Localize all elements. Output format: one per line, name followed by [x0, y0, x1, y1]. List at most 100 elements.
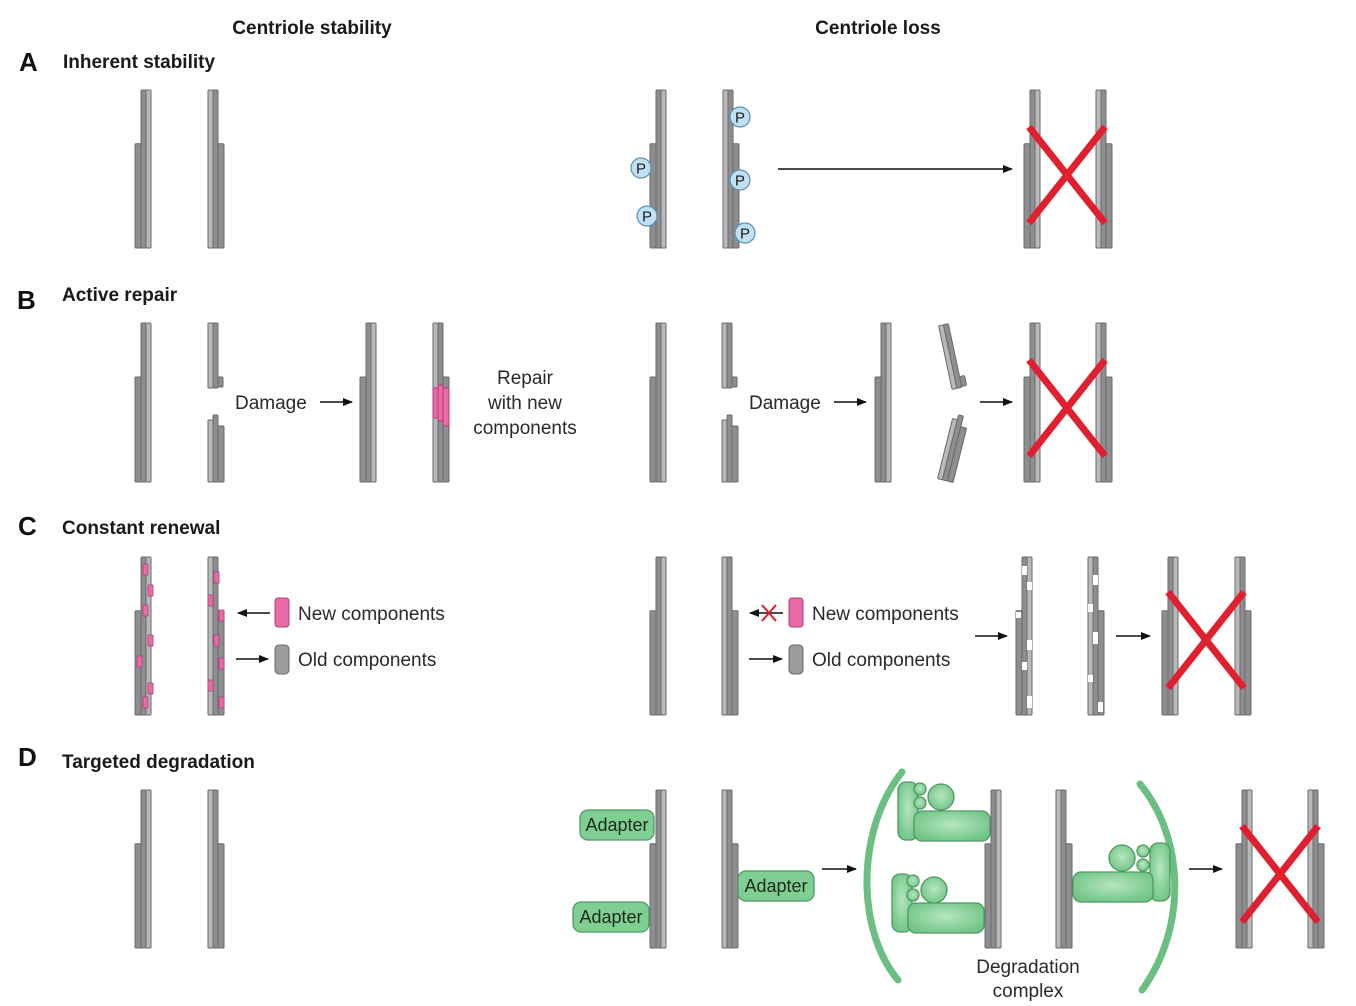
tubule — [943, 323, 963, 389]
tubule-dark — [1097, 610, 1105, 716]
degradation-complex-label-line2: complex — [993, 981, 1064, 1002]
phosphate-circle — [630, 157, 652, 179]
tubule-mid — [365, 322, 372, 483]
tubule-mid — [1312, 789, 1319, 949]
tubule-light — [1234, 556, 1241, 716]
missing-component-gap — [1027, 640, 1032, 650]
adapter-shape — [579, 809, 655, 841]
tubule-light — [1055, 789, 1062, 949]
new-component-mark — [218, 696, 225, 709]
tubule-mid — [1241, 789, 1248, 949]
tubule-mid — [140, 322, 147, 483]
arrows-layer — [236, 165, 1223, 873]
centriole-b-lost-2 — [1095, 322, 1113, 483]
phosphate-icon: P — [636, 205, 658, 227]
phosphate-label: P — [735, 110, 745, 127]
tubule-light — [1307, 789, 1314, 949]
tubule-light — [885, 322, 892, 483]
phosphate-label: P — [740, 226, 750, 243]
new-component-mark — [147, 634, 154, 647]
tubule-dark — [1105, 376, 1113, 483]
missing-component-gap — [1027, 696, 1032, 708]
centriole-c-degrading-1 — [1015, 556, 1033, 716]
tubule-stub — [217, 376, 224, 388]
repair-label-line3: components — [473, 418, 577, 439]
tubule-mid — [1021, 556, 1028, 716]
tubule-mid — [655, 322, 662, 483]
centriole-d-complex-2 — [1055, 789, 1073, 949]
missing-component-gap — [1093, 632, 1098, 644]
tubule-dark — [1015, 610, 1023, 716]
centriole-c-lost-2 — [1234, 556, 1252, 716]
tubule-stub — [731, 376, 738, 388]
tubule-mid — [726, 414, 733, 483]
tubule-mid — [726, 789, 733, 949]
old-components-label-loss: Old components — [812, 650, 950, 671]
missing-component-gap — [1022, 662, 1027, 670]
adapter-protein: Adapter — [737, 870, 815, 902]
tubule-light — [721, 789, 728, 949]
tubule-dark — [359, 376, 367, 483]
panel-title-a: Inherent stability — [63, 52, 215, 73]
tubule-dark — [1023, 143, 1031, 249]
tubule-dark — [217, 425, 225, 483]
column-title-loss: Centriole loss — [815, 18, 941, 39]
loss-crosses-layer — [761, 124, 1321, 925]
centriole-a-phospho-2 — [722, 89, 740, 249]
centriole-b-loss-damaged — [721, 322, 739, 483]
centriole-a-stable-1 — [134, 89, 152, 249]
centriole-b-loss-intact-2 — [874, 322, 892, 483]
old-component-icon — [274, 644, 290, 675]
centriole-d-targeted-1 — [649, 789, 667, 949]
cullin-subunit — [1149, 842, 1171, 902]
new-component-mark — [142, 604, 149, 617]
phosphate-circle — [734, 222, 756, 244]
tubule-dark — [731, 610, 739, 716]
phosphate-circle — [729, 106, 751, 128]
tubule-dark — [1235, 843, 1243, 949]
tubule-dark — [984, 843, 992, 949]
centriole-d-stable-2 — [207, 789, 225, 949]
tubule-light — [1026, 556, 1033, 716]
adapter-label: Adapter — [744, 876, 807, 896]
tubule-mid — [212, 322, 219, 389]
small-subunit — [1136, 844, 1150, 858]
tubule-dark — [134, 376, 142, 483]
tubule-mid — [140, 89, 147, 249]
tubule-mid — [655, 789, 662, 949]
cross-b — [1026, 357, 1108, 459]
new-component-mark — [213, 634, 220, 647]
tubule-dark — [731, 843, 739, 949]
new-component-icon — [788, 597, 804, 628]
tubule-light — [370, 322, 377, 483]
cross-stroke — [1239, 823, 1321, 925]
centriole-d-lost-1 — [1235, 789, 1253, 949]
missing-component-gap — [1093, 575, 1098, 585]
tubule-dark — [649, 376, 657, 483]
tubule-light — [145, 322, 152, 483]
centriole-c-loss-1 — [649, 556, 667, 716]
tubule-dark — [217, 843, 225, 949]
new-component-mark — [147, 682, 154, 695]
tubule-mid — [655, 89, 662, 249]
small-subunit — [906, 888, 920, 902]
tubule-light — [1095, 89, 1102, 249]
tubule-light — [145, 89, 152, 249]
tubule — [946, 426, 967, 483]
centriole-b-loss-intact — [649, 322, 667, 483]
new-component-patch — [442, 387, 450, 427]
missing-component-gap — [1016, 612, 1021, 618]
missing-component-gap — [1027, 582, 1032, 590]
panel-letter-a: A — [19, 47, 38, 77]
small-subunit — [906, 874, 920, 888]
tubule-dark — [649, 610, 657, 716]
fragment-bottom — [937, 414, 967, 483]
tubule-mid — [1239, 556, 1246, 716]
tubule-light — [660, 556, 667, 716]
tubule-dark — [649, 843, 657, 949]
cross-c — [1165, 589, 1247, 691]
damage-label-stability: Damage — [235, 393, 307, 414]
centriole-c-degrading-2 — [1087, 556, 1105, 716]
